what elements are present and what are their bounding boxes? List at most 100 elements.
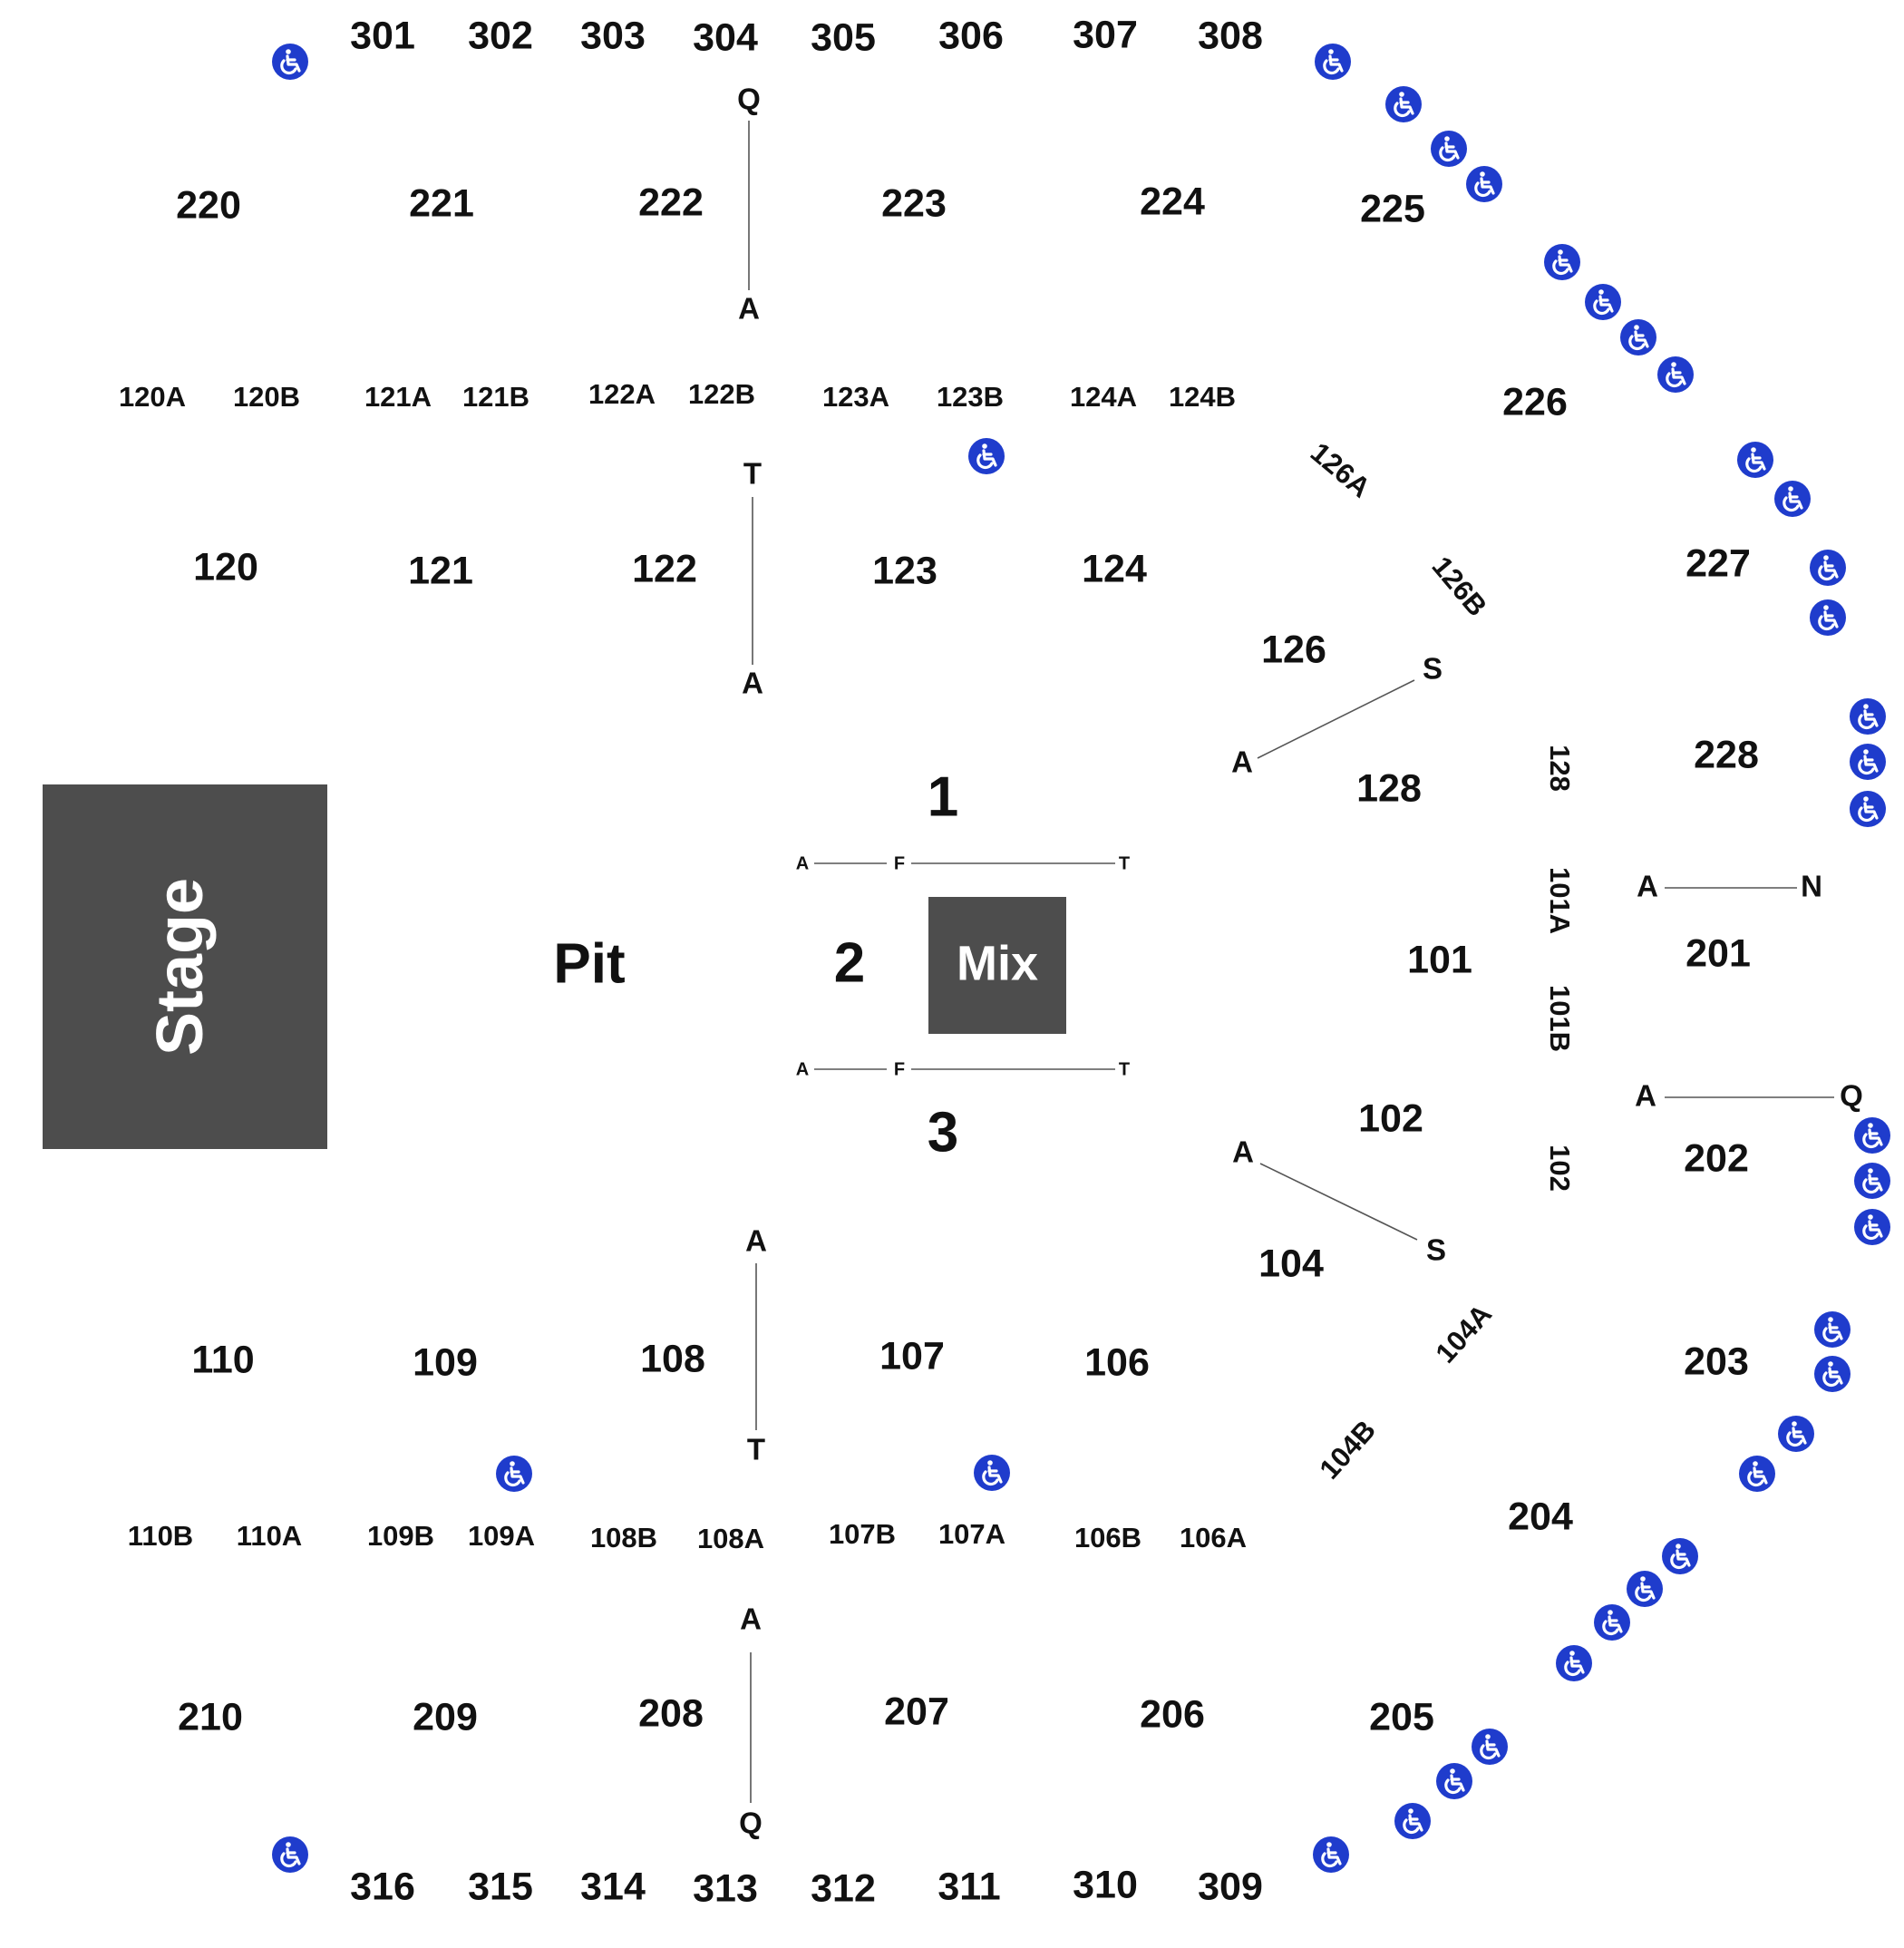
- section-304[interactable]: 304: [693, 15, 758, 59]
- section-224[interactable]: 224: [1140, 180, 1205, 223]
- section-204[interactable]: 204: [1508, 1495, 1573, 1538]
- wheelchair-icon: [1850, 698, 1886, 735]
- section-122b[interactable]: 122B: [688, 378, 755, 410]
- section-301[interactable]: 301: [350, 14, 415, 57]
- section-207[interactable]: 207: [884, 1690, 949, 1733]
- row-letters: Q A T A A F T A F T S A A S A N A Q A T …: [737, 83, 1863, 1840]
- wheelchair-icon: [1814, 1311, 1851, 1348]
- section-108b[interactable]: 108B: [590, 1522, 657, 1554]
- section-107[interactable]: 107: [879, 1334, 945, 1378]
- section-128[interactable]: 128: [1356, 766, 1422, 810]
- section-101[interactable]: 101: [1407, 938, 1472, 981]
- section-228[interactable]: 228: [1694, 733, 1759, 776]
- section-126a[interactable]: 126A: [1305, 436, 1376, 503]
- section-307[interactable]: 307: [1073, 13, 1138, 56]
- section-120b[interactable]: 120B: [233, 381, 300, 413]
- section-109b[interactable]: 109B: [367, 1520, 434, 1552]
- section-108a[interactable]: 108A: [697, 1523, 764, 1554]
- section-121[interactable]: 121: [408, 549, 473, 592]
- section-110a[interactable]: 110A: [237, 1520, 302, 1552]
- wheelchair-icon: [1315, 44, 1351, 80]
- section-303[interactable]: 303: [580, 14, 646, 57]
- section-305[interactable]: 305: [811, 15, 876, 59]
- section-124b[interactable]: 124B: [1169, 381, 1236, 413]
- section-104[interactable]: 104: [1258, 1242, 1324, 1285]
- section-222[interactable]: 222: [638, 180, 704, 224]
- wheelchair-icon: [1585, 284, 1621, 320]
- section-227[interactable]: 227: [1685, 541, 1751, 585]
- section-120a[interactable]: 120A: [119, 381, 186, 413]
- section-110[interactable]: 110: [191, 1338, 254, 1381]
- section-124[interactable]: 124: [1082, 547, 1147, 590]
- section-308[interactable]: 308: [1198, 14, 1263, 57]
- right-200s: 201 202 203 204: [1508, 931, 1751, 1538]
- wheelchair-icon: [1850, 791, 1886, 827]
- section-104a[interactable]: 104A: [1429, 1298, 1498, 1368]
- section-102[interactable]: 102: [1358, 1096, 1423, 1140]
- section-123[interactable]: 123: [872, 549, 937, 592]
- stage[interactable]: Stage: [43, 784, 327, 1149]
- wheelchair-icon: [1594, 1604, 1630, 1641]
- floor-section-3[interactable]: 3: [928, 1101, 958, 1164]
- section-101b[interactable]: 101B: [1544, 985, 1576, 1052]
- wheelchair-icon: [1657, 356, 1694, 393]
- section-128-aisle[interactable]: 128: [1544, 745, 1576, 792]
- section-123b[interactable]: 123B: [937, 381, 1004, 413]
- bottom-sub-sections: 110B 110A 109B 109A 108B 108A 107B 107A …: [128, 1518, 1247, 1554]
- section-226[interactable]: 226: [1502, 380, 1568, 424]
- section-121b[interactable]: 121B: [462, 381, 529, 413]
- section-107a[interactable]: 107A: [938, 1518, 1005, 1550]
- section-122a[interactable]: 122A: [588, 378, 656, 410]
- section-310[interactable]: 310: [1073, 1863, 1138, 1906]
- row-letter: A: [796, 1059, 809, 1079]
- section-108[interactable]: 108: [640, 1337, 705, 1380]
- section-120[interactable]: 120: [193, 545, 258, 589]
- section-102-aisle[interactable]: 102: [1544, 1144, 1576, 1192]
- section-314[interactable]: 314: [580, 1865, 646, 1908]
- section-221[interactable]: 221: [409, 181, 474, 225]
- section-210[interactable]: 210: [178, 1695, 243, 1739]
- section-311[interactable]: 311: [937, 1865, 1000, 1908]
- wheelchair-icon: [1854, 1117, 1890, 1154]
- section-101a[interactable]: 101A: [1544, 867, 1576, 934]
- section-312[interactable]: 312: [811, 1866, 876, 1910]
- section-209[interactable]: 209: [413, 1695, 478, 1739]
- floor-section-1[interactable]: 1: [928, 765, 958, 828]
- section-106b[interactable]: 106B: [1074, 1522, 1141, 1554]
- section-220[interactable]: 220: [176, 183, 241, 227]
- section-123a[interactable]: 123A: [822, 381, 889, 413]
- section-302[interactable]: 302: [468, 14, 533, 57]
- section-202[interactable]: 202: [1684, 1136, 1749, 1180]
- section-109[interactable]: 109: [413, 1340, 478, 1384]
- section-203[interactable]: 203: [1684, 1339, 1749, 1383]
- section-110b[interactable]: 110B: [128, 1520, 193, 1552]
- section-106a[interactable]: 106A: [1180, 1522, 1247, 1554]
- section-206[interactable]: 206: [1140, 1692, 1205, 1736]
- section-201[interactable]: 201: [1685, 931, 1751, 975]
- section-315[interactable]: 315: [468, 1865, 533, 1908]
- section-306[interactable]: 306: [938, 14, 1004, 57]
- section-223[interactable]: 223: [881, 181, 947, 225]
- section-205[interactable]: 205: [1369, 1695, 1434, 1739]
- section-313[interactable]: 313: [693, 1866, 758, 1910]
- section-104b[interactable]: 104B: [1313, 1414, 1382, 1485]
- section-109a[interactable]: 109A: [468, 1520, 535, 1552]
- section-122[interactable]: 122: [632, 547, 697, 590]
- section-225[interactable]: 225: [1360, 187, 1425, 230]
- pit-label[interactable]: Pit: [553, 932, 625, 995]
- floor-section-2[interactable]: 2: [834, 931, 865, 994]
- section-316[interactable]: 316: [350, 1865, 415, 1908]
- mix-position[interactable]: Mix: [928, 897, 1066, 1034]
- section-106[interactable]: 106: [1084, 1340, 1150, 1384]
- aisle-line: [1259, 1163, 1418, 1241]
- wheelchair-icon: [1814, 1356, 1851, 1392]
- section-124a[interactable]: 124A: [1070, 381, 1137, 413]
- section-107b[interactable]: 107B: [829, 1518, 896, 1550]
- section-121a[interactable]: 121A: [364, 381, 432, 413]
- section-126[interactable]: 126: [1261, 628, 1326, 671]
- section-126b[interactable]: 126B: [1426, 550, 1493, 622]
- row-letter: A: [1231, 745, 1253, 779]
- section-208[interactable]: 208: [638, 1691, 704, 1735]
- bottom-100s: 110 109 108 107 106: [191, 1334, 1150, 1384]
- section-309[interactable]: 309: [1198, 1865, 1263, 1908]
